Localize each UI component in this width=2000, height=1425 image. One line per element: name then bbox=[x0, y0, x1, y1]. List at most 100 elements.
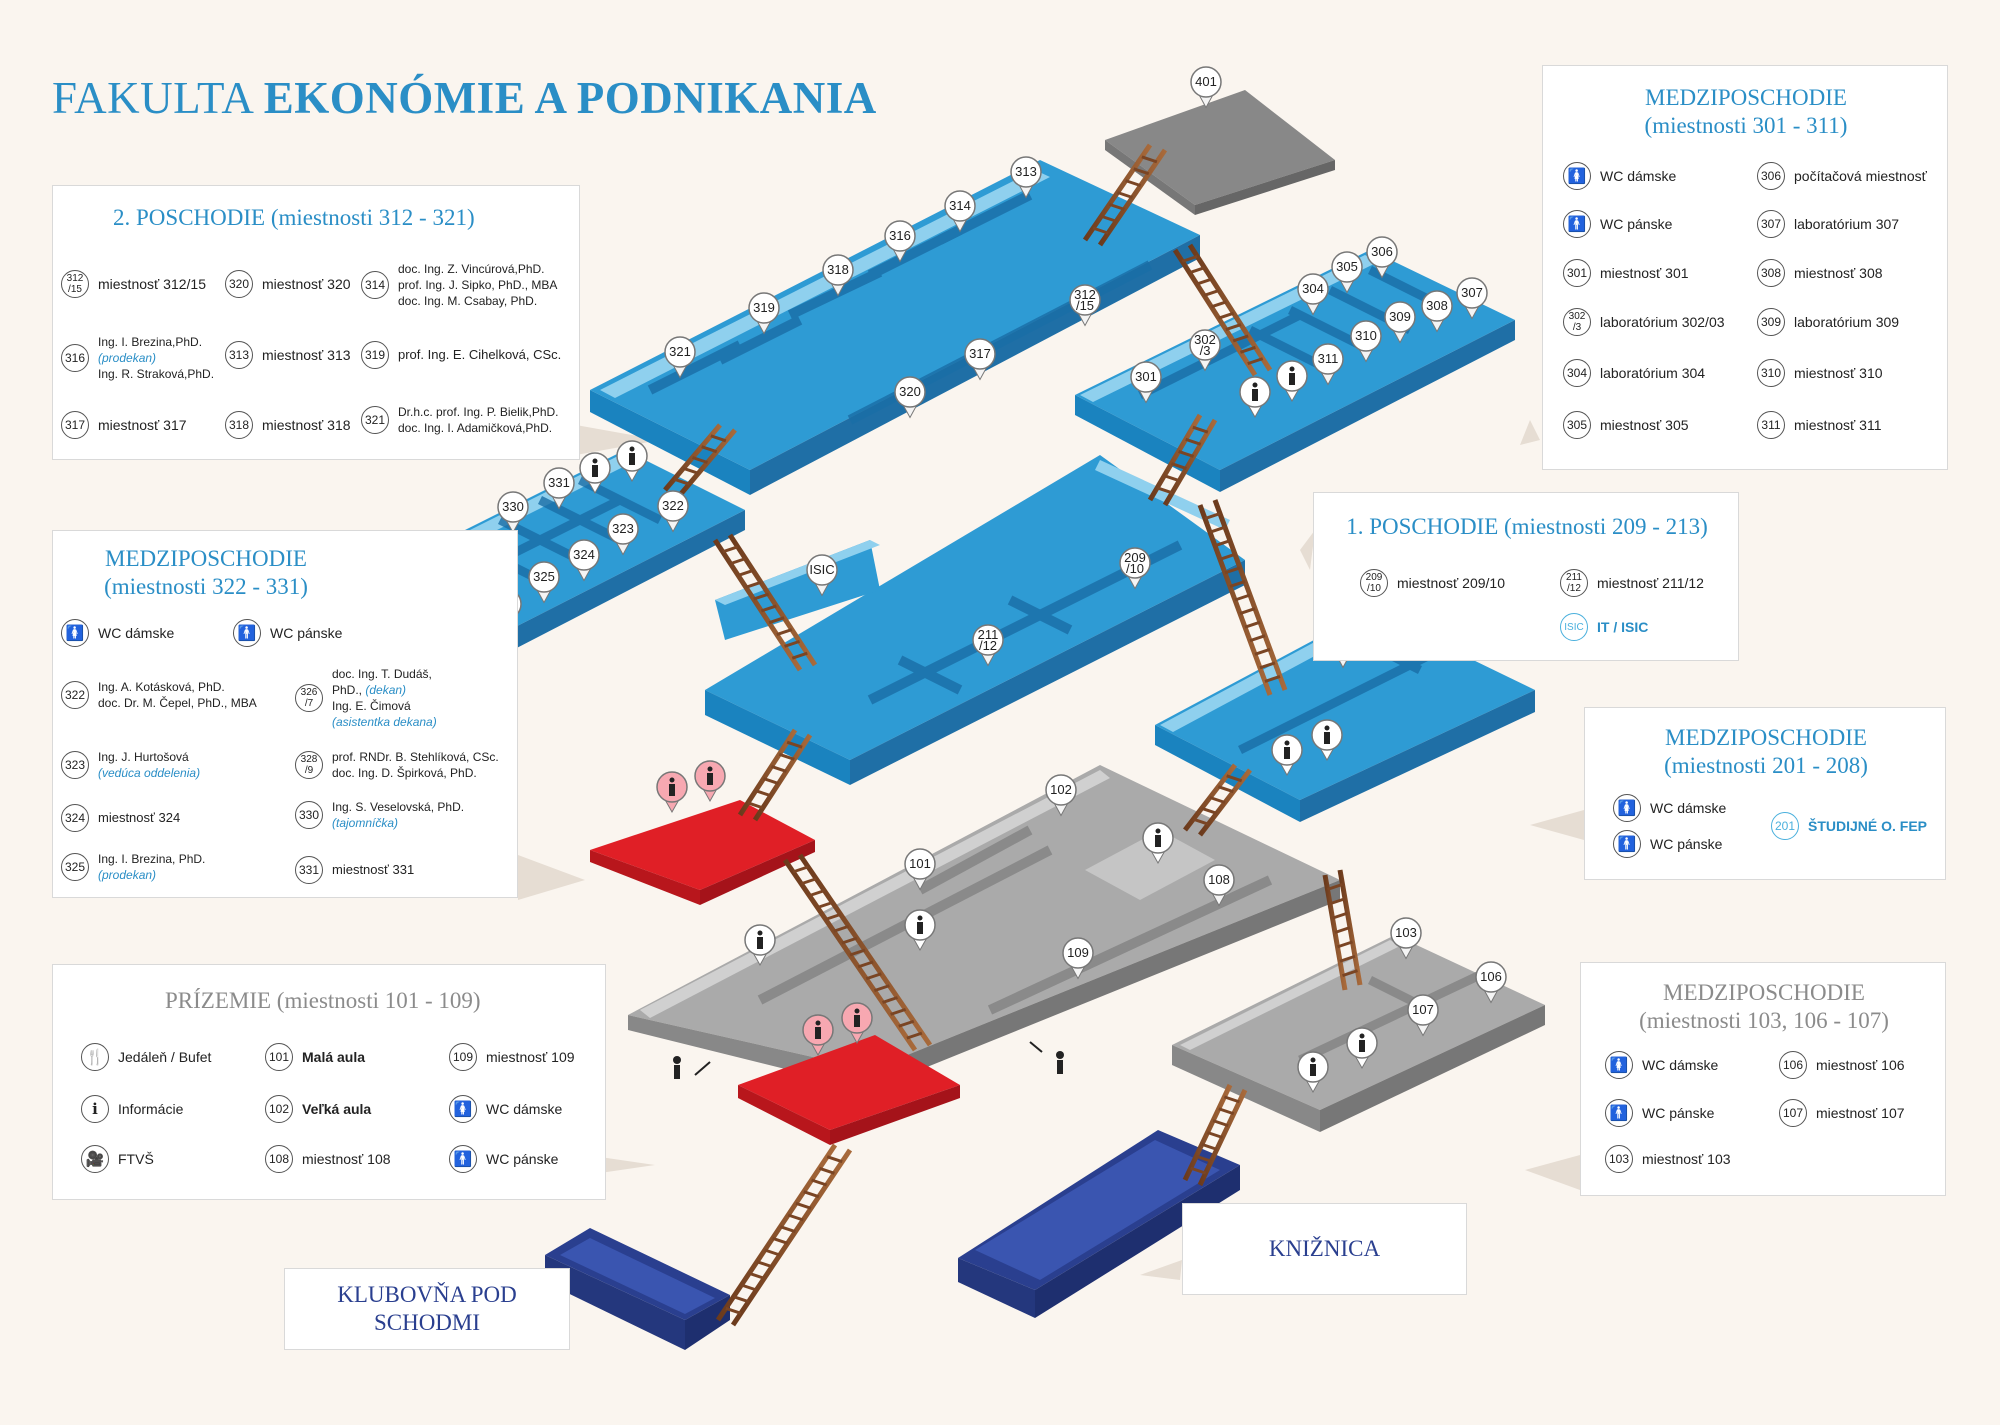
room-pin: 304 bbox=[1297, 273, 1329, 316]
room-pin: 324 bbox=[568, 539, 600, 582]
legend-text: WC pánske bbox=[1600, 216, 1673, 232]
room-pin-label: 106 bbox=[1480, 969, 1502, 984]
room-pin: 103 bbox=[1390, 917, 1422, 960]
cutlery-icon: 🍴 bbox=[81, 1043, 109, 1071]
ladder-rung bbox=[1218, 311, 1235, 320]
legend-item-wc-m: 🚹WC pánske bbox=[449, 1145, 558, 1173]
ladder-rung bbox=[1181, 254, 1198, 263]
legend-note: (asistentka dekana) bbox=[332, 715, 437, 729]
room-badge: 101 bbox=[265, 1043, 293, 1071]
legend-mezzanine-301-311: MEDZIPOSCHODIE(miestnosti 301 - 311) 🚺WC… bbox=[1542, 65, 1948, 470]
room-badge: 108 bbox=[265, 1145, 293, 1173]
room-pin-label: 312 bbox=[1074, 287, 1096, 302]
ladder-rung bbox=[825, 912, 842, 921]
ladder-rung bbox=[1209, 525, 1226, 534]
legend-title-line: MEDZIPOSCHODIE bbox=[1663, 980, 1865, 1005]
ladder-rung bbox=[776, 628, 793, 636]
wc-pin-icon bbox=[1297, 1051, 1329, 1094]
ladder-rung bbox=[740, 1283, 757, 1292]
ladder-rung bbox=[1247, 357, 1264, 366]
red-landing-lower bbox=[738, 1035, 960, 1145]
ladder-rung bbox=[826, 1155, 843, 1164]
ladder-rung bbox=[1196, 277, 1213, 286]
legend-item-canteen: 🍴Jedáleň / Bufet bbox=[81, 1043, 211, 1071]
legend-text: WC pánske bbox=[1642, 1105, 1715, 1121]
club-label-line: KLUBOVŇA POD bbox=[337, 1282, 517, 1307]
legend-text: miestnosť 209/10 bbox=[1397, 575, 1505, 591]
ladder-rung bbox=[1332, 911, 1348, 920]
room-pin-label: 102 bbox=[1050, 782, 1072, 797]
wc-pin-icon bbox=[1346, 1027, 1378, 1070]
room-pin-label: 401 bbox=[1195, 74, 1217, 89]
ladder-rung bbox=[792, 865, 809, 874]
legend-text: WC pánske bbox=[270, 625, 343, 641]
wc-pin-icon bbox=[744, 924, 776, 967]
legend-text: WC dámske bbox=[1650, 800, 1727, 816]
room-pin-label: ISIC bbox=[809, 562, 834, 577]
ladder-rung bbox=[1141, 155, 1158, 164]
room-pin-label: 318 bbox=[827, 262, 849, 277]
legend-text: laboratórium 302/03 bbox=[1600, 314, 1725, 330]
wc-pin-icon bbox=[1311, 719, 1343, 762]
legend-text: WC pánske bbox=[486, 1151, 559, 1167]
legend-item-wc-m: 🚹WC pánske bbox=[1563, 210, 1672, 238]
legend-text: miestnosť 318 bbox=[262, 417, 351, 433]
legend-text: miestnosť 320 bbox=[262, 276, 351, 292]
ladder-rung bbox=[1190, 1166, 1207, 1175]
ladder-rung bbox=[763, 777, 780, 785]
room-badge: 310 bbox=[1757, 359, 1785, 387]
wc-female-icon: 🚺 bbox=[1613, 794, 1641, 822]
room-pin: 101 bbox=[904, 848, 936, 891]
ladder-rung bbox=[1212, 1119, 1229, 1128]
ladder-rung bbox=[1239, 345, 1256, 354]
room-pin: 109 bbox=[1062, 937, 1094, 980]
ladder-rung bbox=[673, 477, 690, 486]
club-label-line: SCHODMI bbox=[373, 1310, 481, 1335]
room-pins: 401313314316318319321312/153173203063053… bbox=[413, 66, 1507, 1094]
room-pin-label: 211 bbox=[978, 627, 999, 642]
room-pin: 312/15 bbox=[1069, 284, 1101, 327]
room-badge: 323 bbox=[61, 751, 89, 779]
ladder-rung bbox=[1125, 179, 1142, 188]
ladder-rung bbox=[753, 592, 770, 601]
ladder-rung bbox=[725, 1306, 742, 1315]
wc-pin-icon bbox=[1239, 376, 1271, 419]
legend-item-wc-m: 🚹WC pánske bbox=[1613, 830, 1722, 858]
wc-female-icon: 🚺 bbox=[449, 1095, 477, 1123]
legend-text-line: Ing. I. Brezina,PhD. bbox=[98, 335, 203, 349]
legend-text-line: Ing. R. Straková,PhD. bbox=[98, 367, 215, 381]
ladder-rung bbox=[733, 1295, 750, 1304]
ladder-rung bbox=[779, 1225, 796, 1234]
legend-text: Ing. I. Brezina, PhD.(prodekan) bbox=[98, 851, 205, 883]
ladder-rung bbox=[833, 924, 850, 933]
room-badge: 330 bbox=[295, 801, 323, 829]
legend-item-wc-f: 🚺WC dámske bbox=[1563, 162, 1676, 190]
room-badge: 201 bbox=[1771, 812, 1799, 840]
legend-title-line: (miestnosti 201 - 208) bbox=[1664, 753, 1868, 778]
room-pin-label: 321 bbox=[669, 344, 691, 359]
room-pin-label: 302 bbox=[1194, 332, 1216, 347]
room-pin: 311 bbox=[1312, 343, 1344, 386]
legend-text: WC dámske bbox=[98, 625, 175, 641]
ladder-rung bbox=[756, 1260, 773, 1269]
ladder-rung bbox=[873, 984, 890, 993]
ladder-rungs bbox=[673, 155, 1358, 1315]
legend-floor-1: 1. POSCHODIE (miestnosti 209 - 213) 209/… bbox=[1313, 492, 1739, 661]
ladder-rung bbox=[898, 1019, 915, 1028]
room-pin-label: 307 bbox=[1461, 285, 1483, 300]
ladder-rung bbox=[787, 1213, 804, 1222]
legend-text-line: doc. Ing. T. Dudáš, PhD., bbox=[332, 667, 432, 697]
room-pin-label: 325 bbox=[533, 569, 555, 584]
info-icon: i bbox=[81, 1095, 109, 1123]
legend-text: prof. RNDr. B. Stehlíková, CSc. doc. Ing… bbox=[332, 750, 499, 780]
